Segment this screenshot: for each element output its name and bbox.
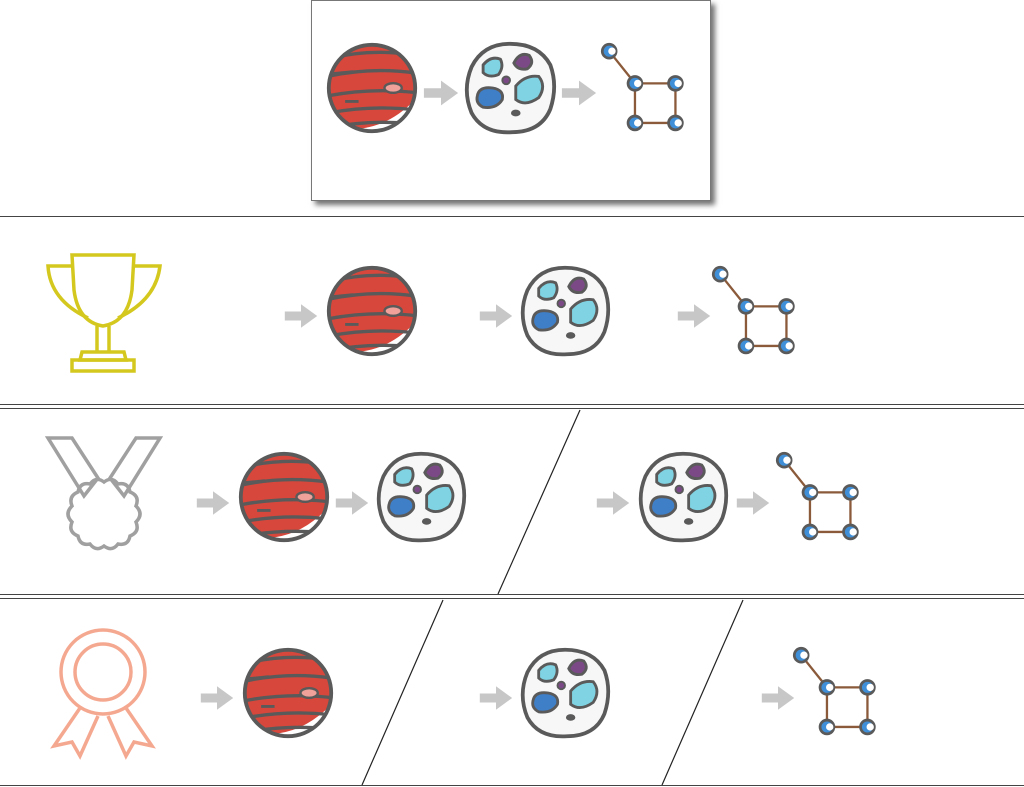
arrow-right-icon	[479, 304, 513, 328]
planet-icon	[231, 454, 337, 540]
arrow-right-icon	[335, 491, 369, 515]
cell-icon	[520, 265, 611, 357]
segment-separator	[497, 409, 581, 595]
arrow-right-icon	[736, 491, 770, 515]
arrow-right-icon	[479, 686, 513, 710]
planet-icon	[235, 650, 341, 736]
row-divider	[0, 594, 1024, 595]
medal-icon	[44, 436, 164, 551]
arrow-right-icon	[596, 491, 630, 515]
ribbon-award-icon	[50, 628, 156, 760]
cell-icon	[520, 647, 611, 739]
row-divider	[0, 408, 1024, 409]
planet-icon	[319, 45, 425, 131]
arrow-right-icon	[196, 491, 230, 515]
cell-icon	[638, 451, 729, 543]
graph-icon	[791, 646, 877, 737]
arrow-right-icon	[677, 304, 711, 328]
cell-icon	[376, 451, 467, 543]
segment-separator	[361, 599, 444, 786]
planet-icon	[319, 268, 425, 354]
arrow-right-icon	[200, 686, 234, 710]
row-divider	[0, 216, 1024, 217]
row-divider	[0, 404, 1024, 405]
trophy-icon	[46, 253, 162, 373]
graph-icon	[774, 451, 860, 542]
arrow-right-icon	[423, 80, 459, 106]
graph-icon	[710, 265, 796, 356]
cell-icon	[464, 41, 557, 135]
segment-separator	[661, 599, 744, 786]
arrow-right-icon	[284, 304, 318, 328]
row-divider	[0, 598, 1024, 599]
graph-icon	[599, 42, 685, 133]
arrow-right-icon	[761, 686, 795, 710]
row-divider	[0, 785, 1024, 786]
arrow-right-icon	[561, 80, 597, 106]
